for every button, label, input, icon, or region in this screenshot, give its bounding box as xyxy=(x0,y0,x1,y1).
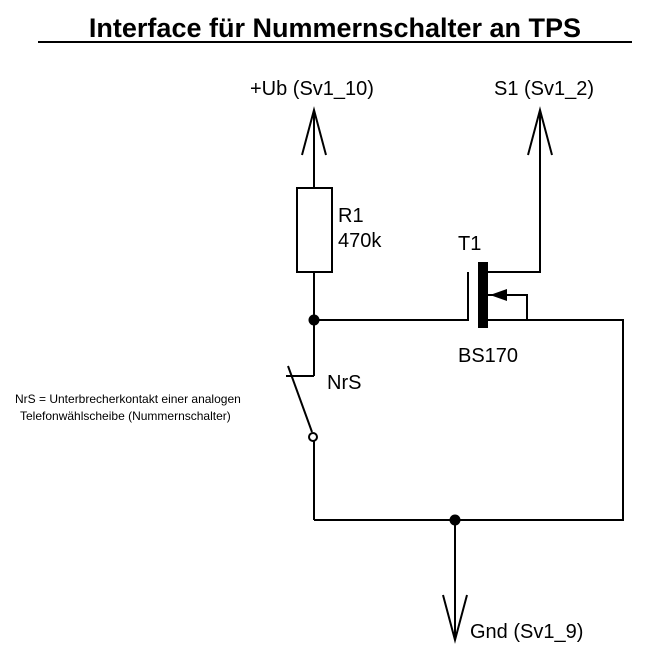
switch-nrs xyxy=(286,365,318,520)
note-line-1: NrS = Unterbrecherkontakt einer analogen xyxy=(15,392,241,406)
ub-arrow-icon xyxy=(301,106,327,188)
gnd-arrow-icon xyxy=(442,520,468,644)
transistor-channel xyxy=(478,262,488,328)
t1-name: T1 xyxy=(458,233,481,255)
diagram-title: Interface für Nummernschalter an TPS xyxy=(89,13,581,43)
r1-name: R1 xyxy=(338,205,364,227)
junction-dot xyxy=(449,514,461,526)
ground-wire xyxy=(314,319,624,521)
r1-value: 470k xyxy=(338,230,382,252)
transistor-arrow-icon xyxy=(490,289,507,301)
s1-arrow-icon xyxy=(488,106,553,273)
resistor-r1 xyxy=(296,187,333,273)
gnd-label: Gnd (Sv1_9) xyxy=(470,621,583,643)
nrs-label: NrS xyxy=(327,372,361,394)
junction-dot xyxy=(308,314,320,326)
s1-label: S1 (Sv1_2) xyxy=(494,78,594,100)
source-wire xyxy=(488,294,528,320)
gate-wire xyxy=(314,272,469,321)
note-line-2: Telefonwählscheibe (Nummernschalter) xyxy=(20,409,231,423)
ub-label: +Ub (Sv1_10) xyxy=(250,78,374,100)
t1-type: BS170 xyxy=(458,345,518,367)
